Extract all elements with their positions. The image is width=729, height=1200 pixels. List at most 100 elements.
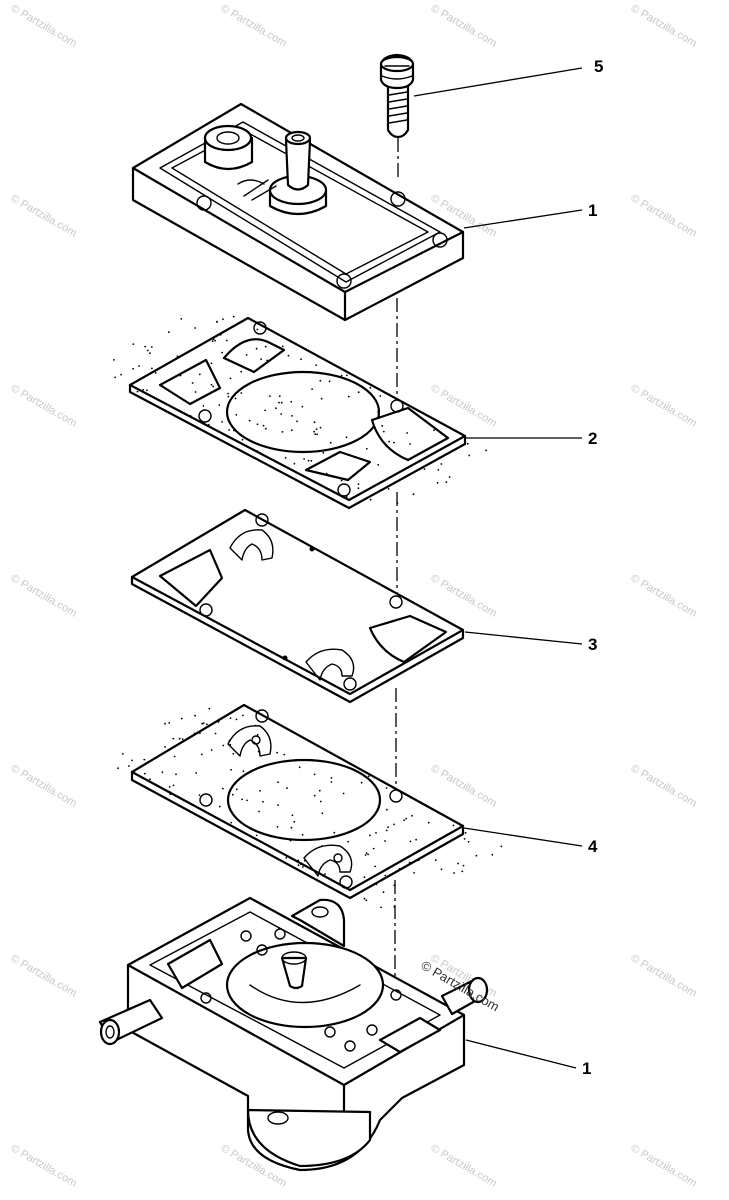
speckle-dot xyxy=(468,454,471,457)
speckle-dot xyxy=(210,383,213,386)
speckle-dot xyxy=(216,320,218,323)
callout-1-top: 1 xyxy=(588,201,597,220)
speckle-dot xyxy=(151,367,153,370)
speckle-dot xyxy=(340,374,343,377)
speckle-dot xyxy=(324,873,326,875)
speckle-dot xyxy=(181,738,184,740)
speckle-dot xyxy=(266,359,268,362)
speckle-dot xyxy=(202,722,205,724)
speckle-dot xyxy=(194,327,197,329)
watermark-tile: © Partzilla.com xyxy=(9,1142,79,1189)
speckle-dot xyxy=(198,373,201,376)
speckle-dot xyxy=(464,831,467,834)
speckle-dot xyxy=(194,714,197,717)
speckle-dot xyxy=(351,887,354,890)
speckle-dot xyxy=(374,865,376,868)
speckle-dot xyxy=(364,854,367,856)
speckle-dot xyxy=(210,362,213,365)
speckle-dot xyxy=(241,438,244,441)
speckle-dot xyxy=(365,447,368,450)
callout-2: 2 xyxy=(588,429,597,448)
speckle-dot xyxy=(113,359,115,361)
speckle-dot xyxy=(176,355,179,358)
speckle-dot xyxy=(313,773,316,776)
speckle-dot xyxy=(385,787,388,789)
speckle-dot xyxy=(167,791,170,793)
speckle-dot xyxy=(301,405,304,408)
speckle-dot xyxy=(258,810,260,813)
speckle-dot xyxy=(242,770,245,773)
watermark-tile: © Partzilla.com xyxy=(429,2,499,49)
speckle-dot xyxy=(256,423,259,426)
speckle-dot xyxy=(179,374,182,377)
speckle-dot xyxy=(242,714,244,717)
watermark-tile: © Partzilla.com xyxy=(629,762,699,809)
speckle-dot xyxy=(214,732,217,735)
speckle-dot xyxy=(241,798,244,801)
speckle-dot xyxy=(214,339,217,342)
speckle-dot xyxy=(438,456,441,459)
speckle-dot xyxy=(268,395,271,397)
speckle-dot xyxy=(291,814,294,817)
speckle-dot xyxy=(313,794,316,797)
speckle-dot xyxy=(287,354,290,357)
speckle-dot xyxy=(369,386,372,389)
speckle-dot xyxy=(254,724,257,727)
speckle-dot xyxy=(372,847,375,850)
speckle-dot xyxy=(228,739,231,742)
speckle-dot xyxy=(248,419,251,422)
speckle-dot xyxy=(333,831,336,834)
speckle-dot xyxy=(461,870,464,873)
speckle-dot xyxy=(219,333,222,336)
speckle-dot xyxy=(293,462,296,465)
speckle-dot xyxy=(264,409,266,412)
speckle-dot xyxy=(278,401,280,404)
speckle-dot xyxy=(500,845,503,848)
speckle-dot xyxy=(240,392,243,394)
speckle-dot xyxy=(255,834,258,837)
leader-lines xyxy=(413,67,583,1069)
speckle-dot xyxy=(384,874,387,877)
speckle-dot xyxy=(378,436,381,438)
speckle-dot xyxy=(316,433,318,436)
speckle-dot xyxy=(164,722,166,725)
speckle-dot xyxy=(144,772,146,775)
speckle-dot xyxy=(235,788,238,791)
speckle-dot xyxy=(173,755,176,758)
speckle-dot xyxy=(172,737,175,740)
speckle-dot xyxy=(168,722,171,724)
speckle-dot xyxy=(330,781,333,783)
speckle-dot xyxy=(321,845,323,847)
speckle-dot xyxy=(121,753,124,755)
speckle-dot xyxy=(184,412,187,415)
speckle-dot xyxy=(467,840,470,843)
speckle-dot xyxy=(393,441,395,444)
speckle-dot xyxy=(367,775,370,778)
speckle-dot xyxy=(303,458,305,460)
speckle-dot xyxy=(381,424,384,427)
speckle-dot xyxy=(385,829,388,832)
speckle-dot xyxy=(302,866,304,868)
speckle-dot xyxy=(229,743,232,746)
speckle-dot xyxy=(405,817,407,820)
speckle-dot xyxy=(146,349,149,352)
speckle-dot xyxy=(277,804,279,806)
speckle-dot xyxy=(230,768,233,771)
speckle-dot xyxy=(168,786,171,788)
speckle-dot xyxy=(180,318,183,320)
speckle-dot xyxy=(307,459,310,462)
gasket-4-part xyxy=(117,703,503,909)
speckle-dot xyxy=(412,493,415,496)
speckle-dot xyxy=(212,385,215,388)
speckle-dot xyxy=(264,345,267,348)
speckle-dot xyxy=(433,429,435,432)
speckle-dot xyxy=(363,876,366,879)
speckle-dot xyxy=(256,450,259,452)
speckle-dot xyxy=(175,773,177,776)
speckle-dot xyxy=(393,905,396,908)
speckle-dot xyxy=(402,476,405,479)
watermark-tile: © Partzilla.com xyxy=(429,572,499,619)
speckle-dot xyxy=(403,819,405,822)
speckle-dot xyxy=(221,351,224,354)
